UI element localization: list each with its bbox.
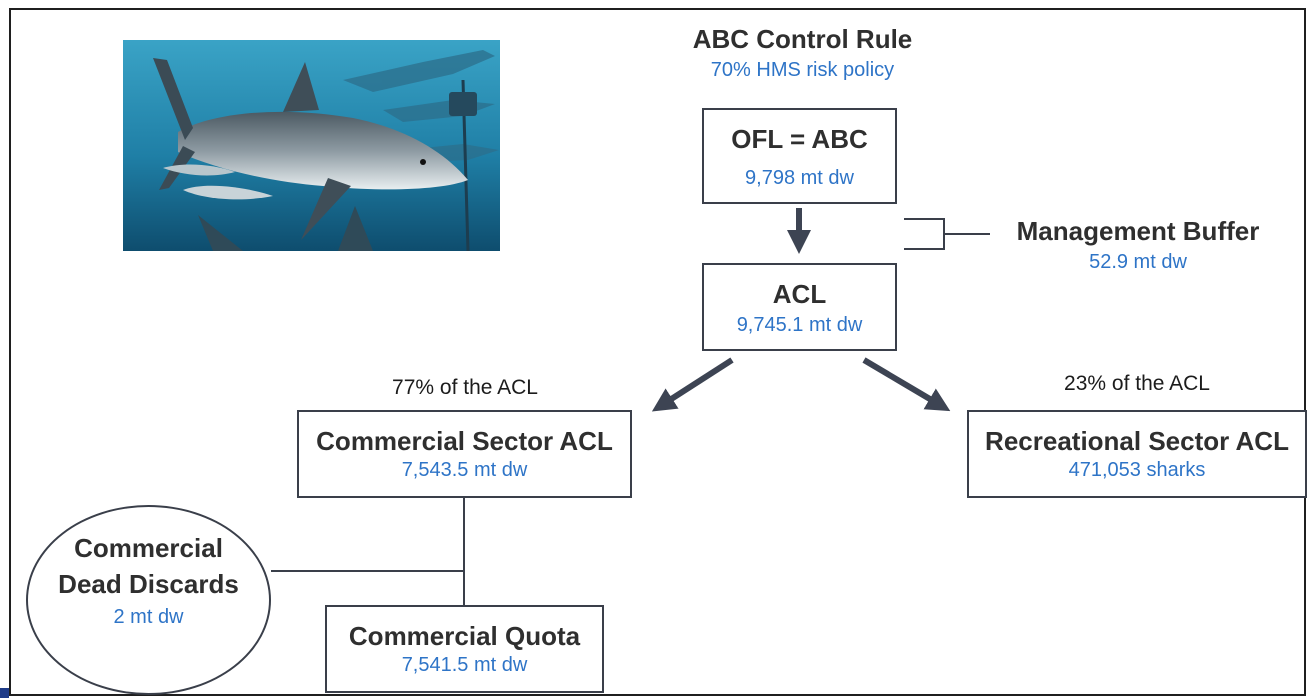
- management-buffer-title: Management Buffer: [1016, 216, 1260, 246]
- commercial-quota-value: 7,541.5 mt dw: [401, 654, 528, 676]
- ofl-abc-box: OFL = ABC 9,798 mt dw: [702, 108, 897, 204]
- commercial-quota-title: Commercial Quota: [348, 621, 581, 651]
- dead-discards-line2: Dead Discards: [58, 569, 239, 599]
- recreational-sector-title: Recreational Sector ACL: [985, 426, 1289, 456]
- arrow-acl-to-commercial: [651, 357, 734, 412]
- commercial-quota-box: Commercial Quota 7,541.5 mt dw: [325, 605, 604, 693]
- commercial-sector-value: 7,543.5 mt dw: [401, 459, 528, 481]
- arrow-acl-to-recreational: [862, 357, 951, 412]
- recreational-sector-value: 471,053 sharks: [1068, 459, 1206, 481]
- dead-discards-line1: Commercial: [74, 533, 223, 563]
- buffer-bracket: [904, 218, 990, 250]
- diagram-frame: [9, 8, 1306, 696]
- corner-mark: [0, 688, 9, 698]
- acl-box: ACL 9,745.1 mt dw: [702, 263, 897, 351]
- control-rule-heading: ABC Control Rule 70% HMS risk policy: [660, 24, 945, 82]
- acl-value: 9,745.1 mt dw: [736, 314, 863, 336]
- recreational-sector-box: Recreational Sector ACL 471,053 sharks: [967, 410, 1307, 498]
- commercial-sector-box: Commercial Sector ACL 7,543.5 mt dw: [297, 410, 632, 498]
- ofl-abc-value: 9,798 mt dw: [745, 167, 854, 189]
- management-buffer: Management Buffer 52.9 mt dw: [1000, 216, 1276, 274]
- ofl-abc-title: OFL = ABC: [731, 124, 868, 154]
- commercial-share-label: 77% of the ACL: [392, 376, 538, 399]
- shark-photo: [123, 40, 500, 251]
- control-rule-subtitle: 70% HMS risk policy: [710, 59, 895, 81]
- control-rule-title: ABC Control Rule: [692, 24, 913, 54]
- acl-title: ACL: [772, 279, 827, 309]
- dead-discards-circle: Commercial Dead Discards 2 mt dw: [26, 505, 271, 695]
- management-buffer-value: 52.9 mt dw: [1089, 251, 1187, 273]
- dead-discards-value: 2 mt dw: [113, 606, 184, 628]
- recreational-share-label: 23% of the ACL: [1064, 372, 1210, 395]
- commercial-sector-title: Commercial Sector ACL: [316, 426, 613, 456]
